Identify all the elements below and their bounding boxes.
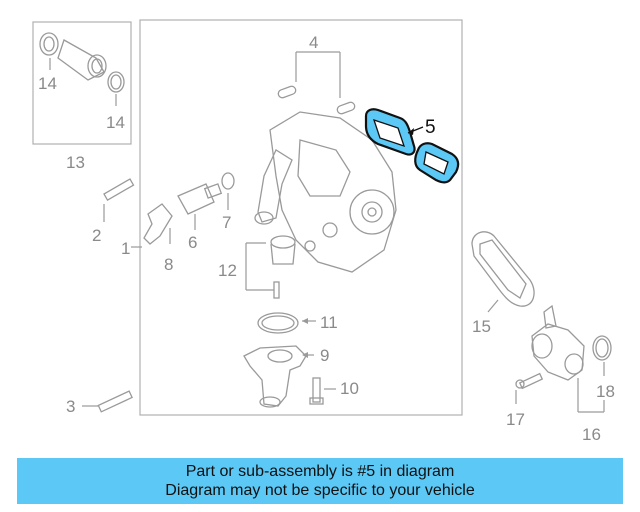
part-12-thermostat-set (245, 235, 296, 299)
callout-2: 2 (92, 226, 101, 245)
callout-17: 17 (506, 410, 525, 429)
part-11-seal-ring (257, 312, 316, 334)
callout-3: 3 (66, 397, 75, 416)
part-14-connector-and-seals (39, 32, 125, 106)
part-16-coolant-outlet (531, 304, 605, 413)
part-9-coolant-flange (243, 345, 314, 408)
callout-13: 13 (66, 153, 85, 172)
main-assembly-frame (139, 19, 463, 416)
callout-10: 10 (340, 379, 359, 398)
part-5-gasket-highlighted (364, 108, 460, 184)
callout-5: 5 (425, 117, 436, 138)
callout-4: 4 (309, 33, 318, 52)
callout-15: 15 (472, 317, 491, 336)
part-15-toothed-belt (471, 231, 535, 313)
callout-12: 12 (218, 261, 237, 280)
part-4-dowel-pins (277, 51, 356, 115)
info-banner: Part or sub-assembly is #5 in diagram Di… (17, 458, 623, 504)
part-10-bolt (309, 377, 336, 405)
callout-8: 8 (164, 255, 173, 274)
callout-16: 16 (582, 425, 601, 444)
part-7-o-ring (221, 172, 235, 210)
part-6-temperature-sensor (177, 183, 223, 230)
callout-9: 9 (320, 346, 329, 365)
inset-frame-13 (32, 21, 132, 145)
banner-line-2: Diagram may not be specific to your vehi… (165, 482, 475, 499)
callout-7: 7 (222, 213, 231, 232)
banner-line-1: Part or sub-assembly is #5 in diagram (185, 463, 455, 480)
part-3-bolt (82, 390, 133, 413)
part-1-water-pump-housing (254, 111, 397, 273)
part-2-bolt (103, 178, 135, 222)
callout-14-right: 14 (106, 113, 125, 132)
callout-18: 18 (596, 382, 615, 401)
parts-diagram: 14 14 13 4 5 2 1 (32, 19, 615, 444)
callout-14-left: 14 (38, 74, 57, 93)
callout-11: 11 (320, 313, 338, 332)
callout-6: 6 (188, 233, 197, 252)
part-8-bracket (143, 203, 173, 245)
part-18-o-ring (592, 335, 612, 376)
callout-1: 1 (121, 239, 130, 258)
part-17-bolt (515, 372, 544, 404)
